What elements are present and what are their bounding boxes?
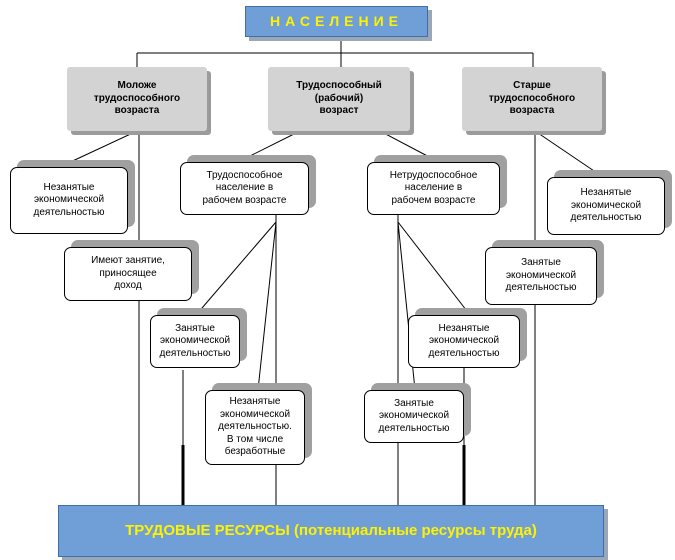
employed-right-label: Занятые экономической деятельностью	[505, 257, 577, 294]
not-employed-mid-right-label: Незанятые экономической деятельностью	[428, 322, 500, 359]
unable-working-age-box: Нетрудоспособное население в рабочем воз…	[367, 162, 500, 215]
not-employed-left-label: Незанятые экономической деятельностью	[33, 181, 105, 218]
employed-mid-left-label: Занятые экономической деятельностью	[159, 322, 231, 359]
not-employed-mid-right-box: Незанятые экономической деятельностью	[408, 315, 520, 368]
employed-right-box: Занятые экономической деятельностью	[485, 247, 597, 305]
have-income-job-box: Имеют занятие, приносящее доход	[64, 247, 192, 301]
employed-lower-right-label: Занятые экономической деятельностью	[378, 397, 450, 434]
unable-working-age-label: Нетрудоспособное население в рабочем воз…	[389, 169, 478, 206]
category-older-label: Старше трудоспособного возраста	[488, 80, 576, 117]
category-younger-label: Моложе трудоспособного возраста	[93, 80, 181, 117]
not-employed-right-label: Незанятые экономической деятельностью	[570, 187, 642, 224]
employed-mid-left-box: Занятые экономической деятельностью	[150, 315, 240, 368]
not-employed-unemployed-label: Незанятые экономической деятельностью. В…	[218, 396, 292, 458]
category-younger-box: Моложе трудоспособного возраста	[67, 67, 207, 131]
able-working-age-label: Трудоспособное население в рабочем возра…	[202, 169, 287, 206]
not-employed-right-box: Незанятые экономической деятельностью	[547, 177, 665, 235]
have-income-job-label: Имеют занятие, приносящее доход	[91, 255, 165, 292]
population-label: НАСЕЛЕНИЕ	[270, 12, 403, 29]
category-older-box: Старше трудоспособного возраста	[462, 67, 602, 131]
employed-lower-right-box: Занятые экономической деятельностью	[364, 390, 464, 443]
not-employed-unemployed-box: Незанятые экономической деятельностью. В…	[205, 390, 305, 465]
able-working-age-box: Трудоспособное население в рабочем возра…	[180, 162, 309, 215]
labor-resources-banner: ТРУДОВЫЕ РЕСУРСЫ (потенциальные ресурсы …	[58, 505, 604, 557]
labor-resources-label: ТРУДОВЫЕ РЕСУРСЫ (потенциальные ресурсы …	[125, 521, 537, 539]
not-employed-left-box: Незанятые экономической деятельностью	[10, 167, 128, 234]
category-working-box: Трудоспособный (рабочий) возраст	[268, 67, 410, 131]
category-working-label: Трудоспособный (рабочий) возраст	[296, 80, 382, 117]
population-banner: НАСЕЛЕНИЕ	[245, 6, 428, 37]
